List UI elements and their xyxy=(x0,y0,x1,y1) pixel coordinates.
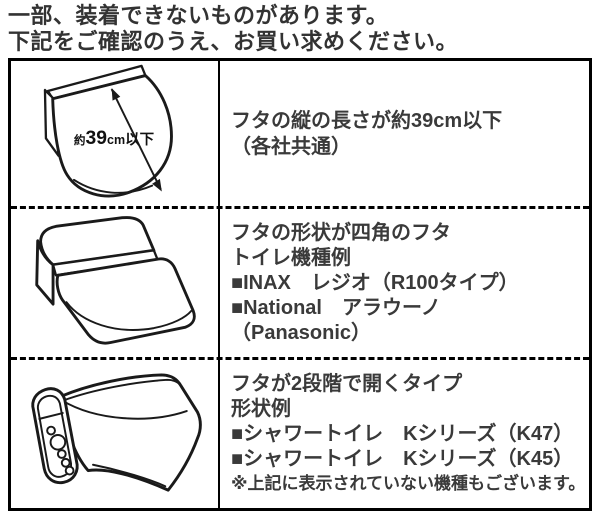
control-panel xyxy=(31,387,79,485)
description-note: ※上記に表示されていない機種もございます。 xyxy=(231,474,586,493)
notice-header: 一部、装着できないものがあります。 下記をご確認のうえ、お買い求めください。 xyxy=(8,3,458,55)
panel-button xyxy=(49,434,67,451)
description-line: フタが2段階で開くタイプ xyxy=(231,373,463,395)
description-cell: フタが2段階で開くタイプ 形状例 ■シャワートイレ Kシリーズ（K47） ■シャ… xyxy=(220,360,589,508)
description-line: トイレ機種例 xyxy=(231,246,351,269)
measurement-prefix: 約 xyxy=(74,133,86,147)
lid-body xyxy=(51,74,173,198)
header-line-1: 一部、装着できないものがあります。 xyxy=(8,3,389,28)
lid-body xyxy=(59,373,202,492)
measurement-value: 39 xyxy=(86,128,108,149)
table-row: フタが2段階で開くタイプ 形状例 ■シャワートイレ Kシリーズ（K47） ■シャ… xyxy=(11,357,589,508)
two-stage-lid-illustration xyxy=(31,373,202,492)
measurement-qualifier: 以下 xyxy=(125,131,154,148)
compatibility-table: 約39cm以下 フタの縦の長さが約39cm以下 （各社共通） xyxy=(8,58,592,511)
panel-button xyxy=(46,425,56,436)
description-line: （各社共通） xyxy=(231,135,351,158)
header-line-2: 下記をご確認のうえ、お買い求めください。 xyxy=(8,29,459,54)
description-line: （Panasonic） xyxy=(231,321,372,344)
illustration-cell xyxy=(11,360,220,508)
square-lid-body xyxy=(55,257,196,345)
description-line: ■シャワートイレ Kシリーズ（K45） xyxy=(231,448,574,470)
panel-button xyxy=(64,465,75,476)
square-lid-illustration xyxy=(35,216,196,345)
description-line: フタの形状が四角のフタ xyxy=(231,221,451,244)
description-line: ■National アラウーノ xyxy=(231,296,441,319)
measurement-label: 約39cm以下 xyxy=(74,128,154,149)
illustration-cell: 約39cm以下 xyxy=(11,61,220,206)
description-line: 形状例 xyxy=(231,398,291,420)
description-cell: フタの形状が四角のフタ トイレ機種例 ■INAX レジオ（R100タイプ） ■N… xyxy=(220,209,589,357)
description-line: フタの縦の長さが約39cm以下 xyxy=(231,109,503,132)
table-row: 約39cm以下 フタの縦の長さが約39cm以下 （各社共通） xyxy=(11,61,589,206)
measurement-unit: cm xyxy=(107,133,125,147)
measurement-arrow xyxy=(110,88,162,192)
panel-button xyxy=(56,449,67,459)
description-line: ■INAX レジオ（R100タイプ） xyxy=(231,271,519,294)
illustration-cell xyxy=(11,209,220,357)
table-row: フタの形状が四角のフタ トイレ機種例 ■INAX レジオ（R100タイプ） ■N… xyxy=(11,206,589,357)
description-cell: フタの縦の長さが約39cm以下 （各社共通） xyxy=(220,61,589,206)
round-lid-illustration: 約39cm以下 xyxy=(43,64,173,198)
description-line: ■シャワートイレ Kシリーズ（K47） xyxy=(231,423,574,445)
panel-button xyxy=(60,457,71,468)
